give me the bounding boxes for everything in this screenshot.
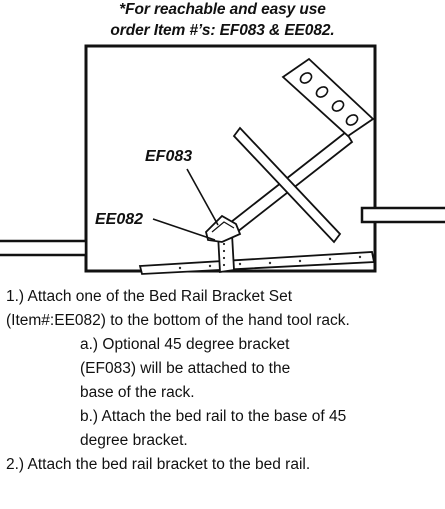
- step-1b-line-1: b.) Attach the bed rail to the base of 4…: [80, 408, 347, 425]
- step-1a-line-1: a.) Optional 45 degree bracket: [80, 336, 290, 353]
- header-line-2: order Item #’s: EF083 & EE082.: [110, 22, 335, 39]
- bed-rail-left: [0, 239, 88, 257]
- angle-bracket: [205, 214, 242, 243]
- step-1b-line-2: degree bracket.: [80, 432, 188, 449]
- leader-ee082: [152, 218, 216, 241]
- step-1a-line-3: base of the rack.: [80, 384, 195, 401]
- bed-rail-right: [360, 206, 445, 224]
- tool-holder-holes: [299, 72, 359, 126]
- callout-ee082: EE082: [95, 211, 143, 228]
- rack-cross-bar: [232, 126, 342, 244]
- step-1-line-1: 1.) Attach one of the Bed Rail Bracket S…: [6, 288, 293, 305]
- step-1-line-2: (Item#:EE082) to the bottom of the hand …: [6, 312, 350, 329]
- header-line-1: *For reachable and easy use: [119, 1, 326, 18]
- leader-ef083: [186, 168, 219, 226]
- tool-holder-plate: [281, 57, 375, 138]
- rack-diagram: EF083 EE082: [0, 44, 445, 275]
- base-rail-holes: [178, 255, 362, 270]
- callout-ef083: EF083: [145, 148, 192, 165]
- step-1a-line-2: (EF083) will be attached to the: [80, 360, 291, 377]
- base-rail: [138, 251, 376, 275]
- step-2: 2.) Attach the bed rail bracket to the b…: [6, 456, 311, 473]
